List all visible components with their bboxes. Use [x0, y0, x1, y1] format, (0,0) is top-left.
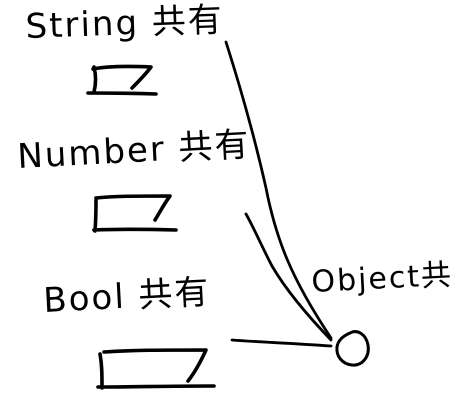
connector-number-to-object — [244, 212, 333, 342]
string-storage-box — [86, 64, 158, 96]
bool-storage-label: Bool 共有 — [42, 272, 211, 321]
object-storage-label: Object共 — [311, 258, 454, 300]
number-storage-box — [92, 194, 178, 233]
bool-storage-box — [96, 348, 216, 390]
connector-string-to-object — [224, 40, 333, 340]
object-circle — [335, 330, 370, 367]
string-storage-label: String 共有 — [25, 0, 225, 47]
number-storage-label: Number 共有 — [16, 125, 251, 177]
connector-bool-to-object — [230, 338, 333, 348]
